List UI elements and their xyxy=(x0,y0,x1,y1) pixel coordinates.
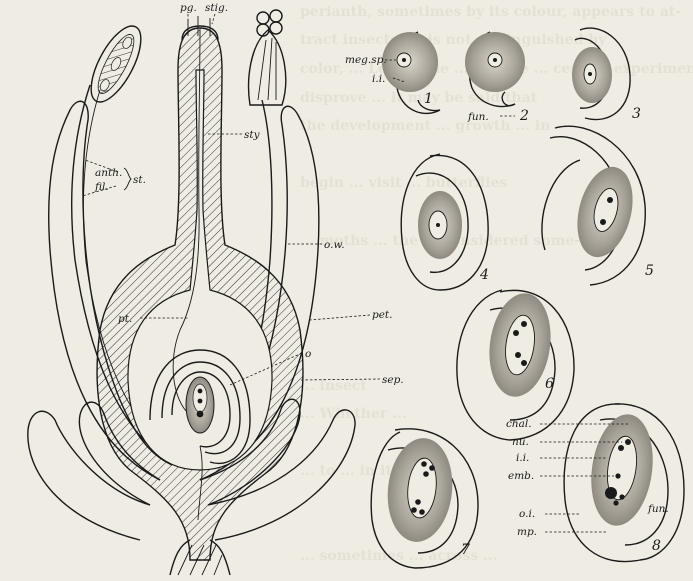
flower-section: pg. stig. anth. fil. st. sty o.w. pt. pe… xyxy=(28,2,404,575)
ghost-line: ... insect xyxy=(300,378,367,394)
label-o: o xyxy=(305,348,311,360)
label-ow: o.w. xyxy=(324,239,345,251)
label-fun-8: fun. xyxy=(647,503,669,515)
stage-number-3: 3 xyxy=(632,106,641,122)
label-nu: nu. xyxy=(512,436,529,448)
label-sep: sep. xyxy=(382,374,404,386)
stage-number-2: 2 xyxy=(519,108,529,124)
label-stig: stig. xyxy=(205,2,228,14)
label-oi: o.i. xyxy=(519,508,535,520)
stamen-brace xyxy=(124,168,131,190)
stage-5: 5 xyxy=(542,126,654,285)
anther-left xyxy=(81,19,150,109)
stage-number-7: 7 xyxy=(461,542,470,558)
ghost-line: perianth, sometimes by its colour, appea… xyxy=(300,4,681,20)
label-st: st. xyxy=(133,174,146,186)
leader-stig xyxy=(212,14,215,24)
ghost-line: begin ... visit ... butterflies xyxy=(300,175,507,191)
stage-number-6: 6 xyxy=(545,376,554,392)
label-meg-sp: meg.sp. xyxy=(345,54,387,66)
stage-number-5: 5 xyxy=(645,263,654,279)
label-emb: emb. xyxy=(508,470,534,482)
label-ii-1: i.i. xyxy=(372,73,385,85)
label-anth: anth. xyxy=(95,167,122,179)
stage-number-8: 8 xyxy=(652,538,661,554)
ghost-line: the development ... growth ... in xyxy=(300,118,550,134)
stage-8: chal. nu. i.i. emb. o.i. fun. mp. 8 xyxy=(506,404,684,562)
label-pet: pet. xyxy=(372,309,393,321)
stage-number-1: 1 xyxy=(424,91,433,107)
label-ii-8: i.i. xyxy=(516,452,529,464)
label-sty: sty xyxy=(244,129,261,141)
ghost-line: ... Whether ... xyxy=(300,406,407,422)
leader-pet xyxy=(310,315,370,320)
label-pt: pt. xyxy=(118,313,132,325)
stage-number-4: 4 xyxy=(479,267,489,283)
label-chal: chal. xyxy=(506,418,532,430)
stage-2: fun. 2 xyxy=(465,32,529,124)
anther-right xyxy=(249,10,286,105)
label-pg: pg. xyxy=(180,2,197,14)
ghost-line: tract insects; ... is not distinguished … xyxy=(300,32,607,48)
label-mp: mp. xyxy=(517,526,537,538)
label-fil: fil. xyxy=(94,181,109,193)
label-fun-2: fun. xyxy=(467,111,489,123)
